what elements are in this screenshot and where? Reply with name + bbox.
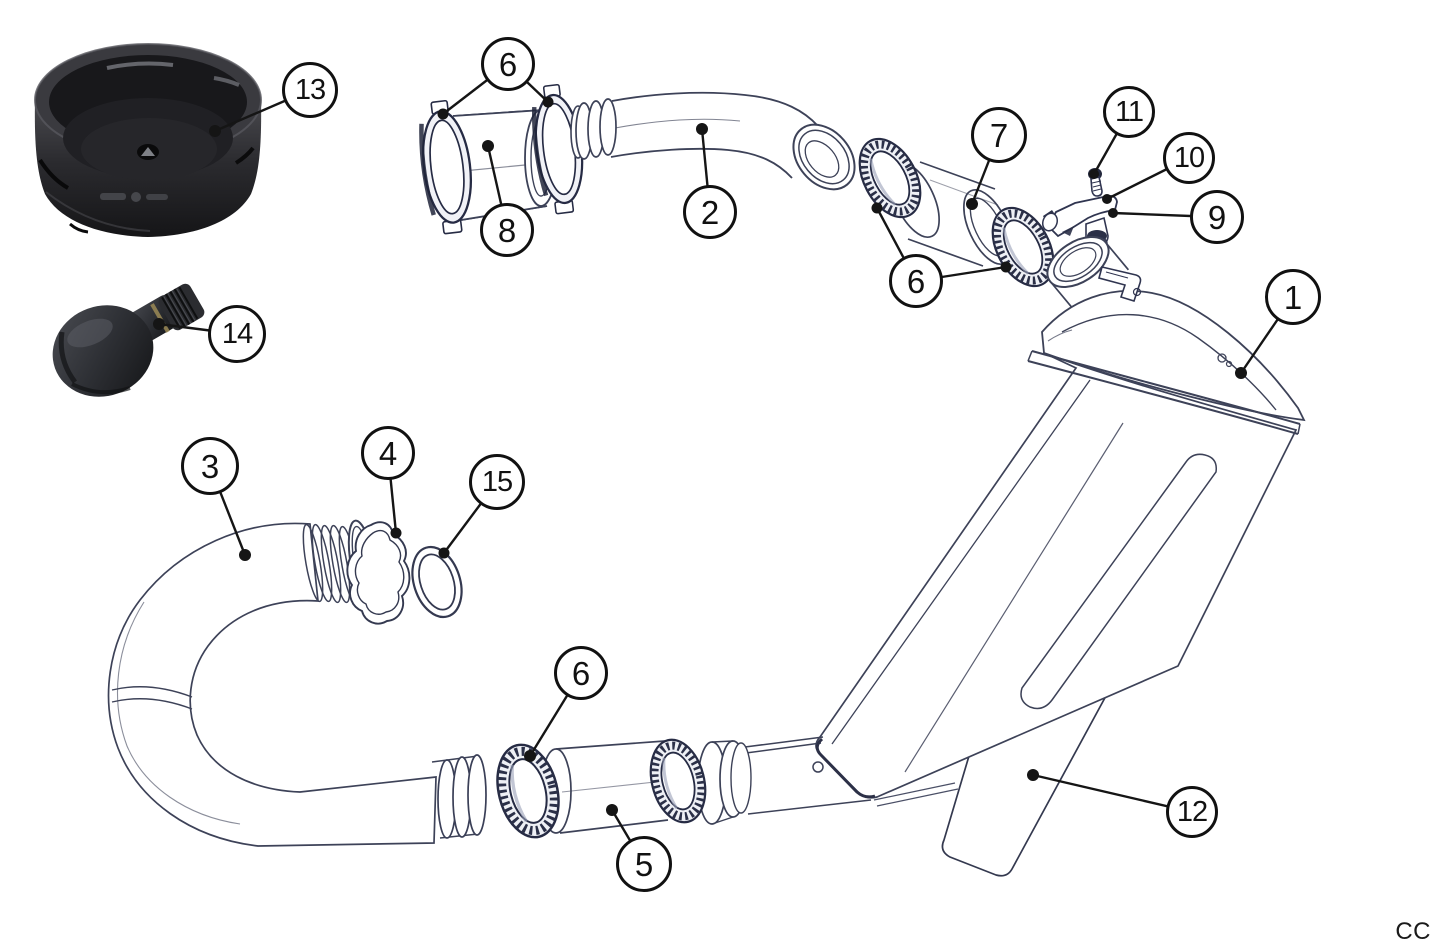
part-14-valve-stem bbox=[52, 283, 205, 397]
callout-8: 8 bbox=[480, 203, 534, 257]
callout-leader-lines bbox=[153, 63, 1294, 865]
callout-6-middle: 6 bbox=[889, 254, 943, 308]
callout-4: 4 bbox=[361, 426, 415, 480]
callout-14: 14 bbox=[208, 305, 266, 363]
callout-2: 2 bbox=[683, 185, 737, 239]
callout-3: 3 bbox=[181, 437, 239, 495]
part-1-snorkel-body bbox=[744, 236, 1306, 815]
callout-1: 1 bbox=[1265, 269, 1321, 325]
part-15-o-ring bbox=[411, 545, 463, 619]
callout-7: 7 bbox=[971, 107, 1027, 163]
callout-15: 15 bbox=[469, 454, 525, 510]
callout-13: 13 bbox=[282, 62, 338, 118]
callout-10: 10 bbox=[1163, 132, 1215, 184]
callout-6-bottom: 6 bbox=[554, 646, 608, 700]
part-2-pipe bbox=[570, 91, 856, 191]
license-credit: CC bbox=[1395, 918, 1431, 945]
callout-11: 11 bbox=[1103, 86, 1155, 138]
callout-12: 12 bbox=[1166, 786, 1218, 838]
part-4-gasket bbox=[346, 521, 411, 625]
part-13-precleaner-bowl bbox=[34, 43, 262, 237]
callout-9: 9 bbox=[1190, 190, 1244, 244]
callout-5: 5 bbox=[616, 836, 672, 892]
part-5-lower-pipe bbox=[431, 734, 752, 844]
callout-6-top: 6 bbox=[481, 37, 535, 91]
